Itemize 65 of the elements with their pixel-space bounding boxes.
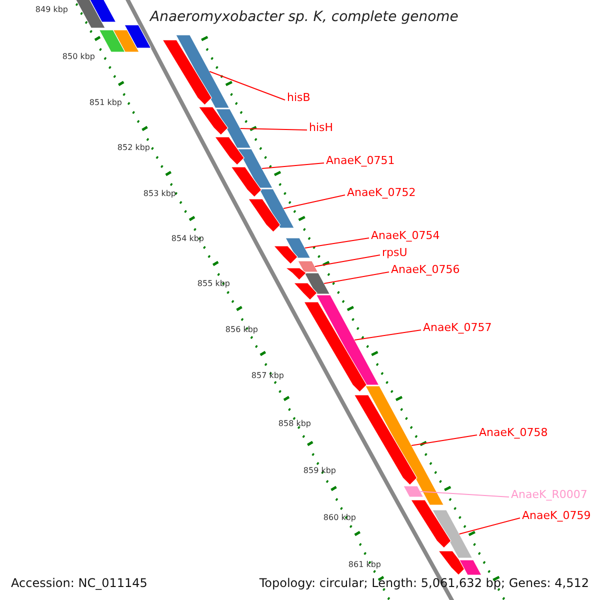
gene-label: hisB [287,92,310,103]
gene-segment [175,34,230,108]
gene-label: hisH [309,122,334,133]
gene-label: AnaeK_0759 [522,510,591,521]
gene-segment [112,30,140,52]
gene-label: AnaeK_R0007 [511,489,588,500]
gene-segment [198,106,228,136]
gene-segment [432,510,473,558]
gene-segment [304,302,368,392]
scale-label: 852 kbp [117,144,150,152]
gene-segment [284,268,307,280]
leader-line [262,162,324,169]
gene-label: AnaeK_0756 [391,264,460,275]
gene-segment [236,148,274,188]
gene-segment [214,136,244,166]
footer-text: Topology: circular; Length: 5,061,632 bp; Genes: 4,512 [258,576,590,590]
gene-segment [230,166,262,198]
gene-segment [285,238,311,258]
leader-line [209,71,286,100]
scale-label: 854 kbp [171,235,204,243]
gene-segment [293,282,318,300]
gene-label: AnaeK_0751 [326,155,395,166]
leader-line [458,518,520,534]
scale-label: 859 kbp [303,467,336,475]
gene-segment [410,500,452,548]
scale-label: 860 kbp [323,514,356,522]
leader-line [240,128,308,130]
leader-line [324,272,390,284]
gene-label: AnaeK_0754 [371,230,440,241]
gene-segment [297,260,318,272]
gene-segment [162,40,212,106]
scale-label: 853 kbp [143,190,176,198]
leader-line [411,434,478,446]
scale-label: 851 kbp [89,99,122,107]
gene-segment [316,294,380,386]
scale-label: 855 kbp [197,280,230,288]
gene-segment [215,108,252,148]
scale-label: 858 kbp [278,420,311,428]
gene-segment [98,30,126,52]
leader-line [420,491,510,498]
scale-label: 849 kbp [35,6,68,14]
title: Anaeromyxobacter sp. K, complete genome [150,10,458,24]
leader-line [283,194,346,209]
gene-segment [124,24,152,48]
scale-label: 857 kbp [251,372,284,380]
gene-label: AnaeK_0758 [479,427,548,438]
leader-line [314,254,380,267]
leader-line [304,238,370,248]
gene-segment [304,272,330,294]
gene-segment [402,486,424,498]
gene-label: AnaeK_0757 [423,322,492,333]
gene-label: AnaeK_0752 [347,187,416,198]
gene-segment [273,246,298,264]
gene-segment [354,394,418,486]
leader-line [354,330,422,340]
scale-label: 850 kbp [62,53,95,61]
scale-label: 861 kbp [348,561,381,569]
gene-segment [364,386,444,506]
gene-segment [458,560,482,576]
gene-label: rpsU [382,247,408,258]
gene-segment [438,550,466,576]
gene-segment [248,198,281,232]
scale-label: 856 kbp [225,326,258,334]
footer-text: Accession: NC_011145 [10,576,148,590]
gene-segment [258,188,295,228]
